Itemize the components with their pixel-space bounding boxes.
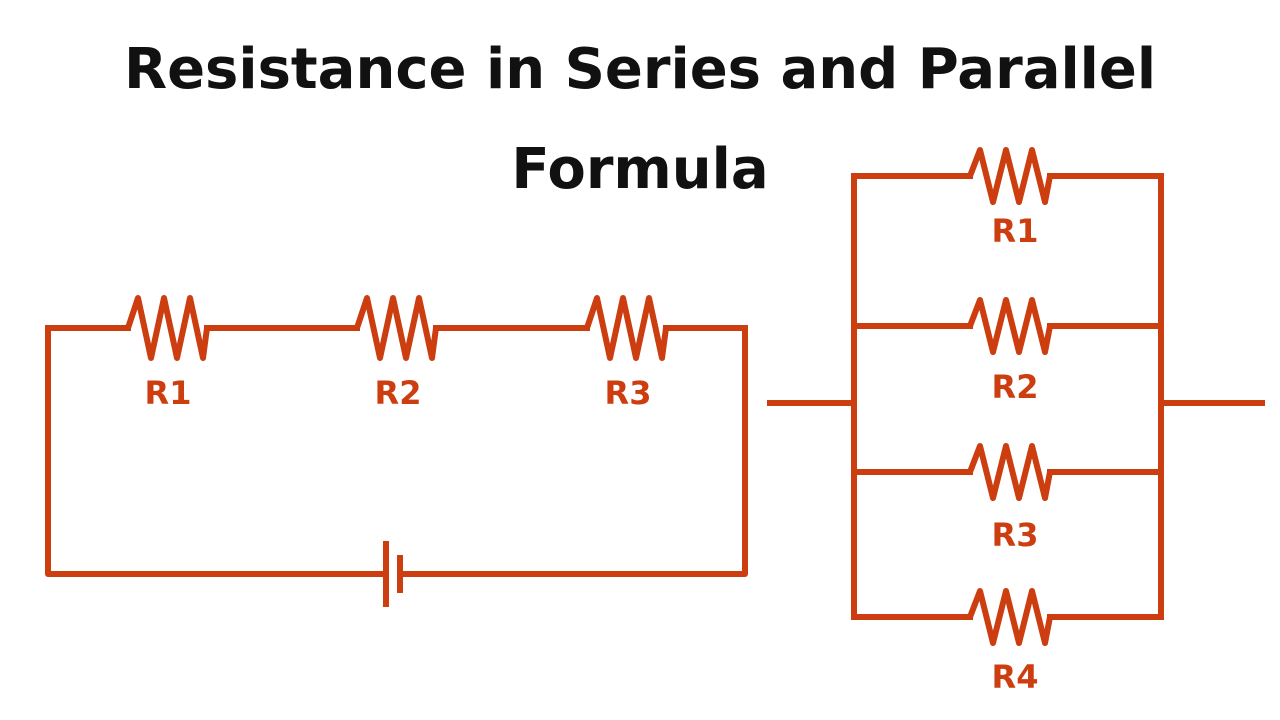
resistor-label-r3: R3	[605, 374, 652, 412]
page-title-line-2: Formula	[511, 137, 769, 202]
series-resistor-r2: R2	[354, 295, 439, 412]
parallel-resistor-r2-zigzag-icon	[967, 297, 1053, 355]
parallel-resistor-r4-zigzag-icon	[967, 588, 1053, 646]
series-wire-right	[397, 325, 748, 577]
resistor-r1-zigzag-icon	[125, 295, 210, 361]
parallel-resistor-r1-zigzag-icon	[967, 147, 1053, 205]
series-resistor-r1: R1	[125, 295, 210, 412]
resistor-r3-zigzag-icon	[584, 295, 669, 361]
parallel-resistor-r3-zigzag-icon	[967, 443, 1053, 501]
series-circuit: R1 R2 R3	[45, 295, 748, 607]
parallel-label-r2: R2	[992, 368, 1039, 406]
parallel-branch-r4: R4	[851, 588, 1164, 696]
series-resistor-r3: R3	[584, 295, 669, 412]
resistor-r2-zigzag-icon	[354, 295, 439, 361]
parallel-circuit: R1 R2 R3 R4	[767, 147, 1265, 696]
parallel-branch-r3: R3	[851, 443, 1164, 554]
parallel-label-r4: R4	[992, 658, 1039, 696]
resistor-label-r2: R2	[375, 374, 422, 412]
parallel-label-r1: R1	[992, 212, 1039, 250]
resistor-label-r1: R1	[145, 374, 192, 412]
parallel-label-r3: R3	[992, 516, 1039, 554]
parallel-branch-r1: R1	[851, 147, 1164, 250]
page-title-line-1: Resistance in Series and Parallel	[123, 37, 1157, 102]
battery-icon	[383, 541, 403, 607]
series-wire-left	[45, 325, 389, 577]
parallel-branch-r2: R2	[851, 297, 1164, 406]
